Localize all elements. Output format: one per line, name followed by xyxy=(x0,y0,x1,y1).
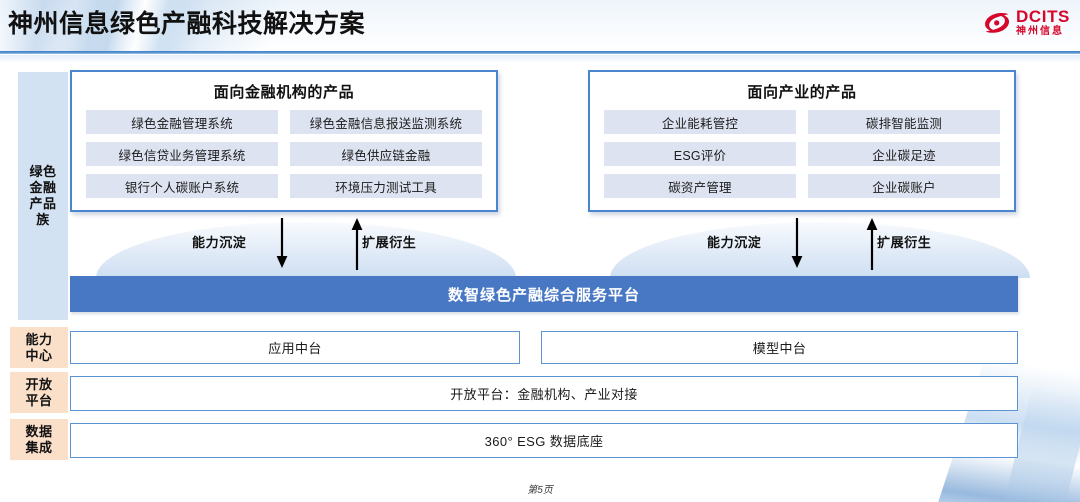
product-chip[interactable]: 银行个人碳账户系统 xyxy=(86,174,278,198)
logo-en-text: DCITS xyxy=(1016,7,1070,26)
sidebar-item-label: 能力 中心 xyxy=(25,331,53,363)
capability-box-label: 模型中台 xyxy=(752,341,807,356)
arrow-up-left xyxy=(351,218,363,270)
arrow-up-right xyxy=(866,218,878,270)
sidebar-item-open-platform[interactable]: 开放 平台 xyxy=(10,372,68,413)
page-number-footer: 第5页 xyxy=(527,485,553,496)
product-chip[interactable]: 企业碳足迹 xyxy=(808,142,1000,166)
flow-label-capability-precipitation-left: 能力沉淀 xyxy=(192,235,247,250)
product-chip[interactable]: 环境压力测试工具 xyxy=(290,174,482,198)
product-box-financial-institutions: 面向金融机构的产品 绿色金融管理系统 绿色金融信息报送监测系统 绿色信贷业务管理… xyxy=(70,70,498,212)
data-integration-label: 360° ESG 数据底座 xyxy=(484,434,604,449)
open-platform-box[interactable]: 开放平台：金融机构、产业对接 xyxy=(70,376,1018,411)
header-divider-glow xyxy=(0,55,1080,63)
dcits-swirl-icon xyxy=(985,12,1010,33)
open-platform-label: 开放平台：金融机构、产业对接 xyxy=(450,387,638,402)
capability-box-application-midend[interactable]: 应用中台 xyxy=(70,331,520,364)
sidebar-item-capability-center[interactable]: 能力 中心 xyxy=(10,327,68,368)
sidebar-item-label: 开放 平台 xyxy=(25,376,53,408)
flow-label-capability-precipitation-right: 能力沉淀 xyxy=(707,235,762,250)
arrow-down-left xyxy=(276,218,288,268)
page-title: 神州信息绿色产融科技解决方案 xyxy=(8,10,366,38)
arrow-down-right xyxy=(791,218,803,268)
slide-header xyxy=(0,0,1080,52)
capability-box-model-midend[interactable]: 模型中台 xyxy=(541,331,1018,364)
capability-box-label: 应用中台 xyxy=(268,341,322,356)
product-chip[interactable]: 碳资产管理 xyxy=(604,174,796,198)
product-chip[interactable]: 绿色信贷业务管理系统 xyxy=(86,142,278,166)
product-chip-grid: 企业能耗管控 碳排智能监测 ESG评价 企业碳足迹 碳资产管理 企业碳账户 xyxy=(604,110,1000,198)
header-divider-rule xyxy=(0,51,1080,54)
product-chip[interactable]: 企业碳账户 xyxy=(808,174,1000,198)
flow-label-expansion-derivation-right: 扩展衍生 xyxy=(877,235,932,250)
flow-label-expansion-derivation-left: 扩展衍生 xyxy=(362,235,417,250)
dcits-logo: DCITS 神州信息 xyxy=(983,8,1070,37)
flow-dome-right xyxy=(610,222,1030,278)
sidebar-item-data-integration[interactable]: 数据 集成 xyxy=(10,419,68,460)
product-chip-grid: 绿色金融管理系统 绿色金融信息报送监测系统 绿色信贷业务管理系统 绿色供应链金融… xyxy=(86,110,482,198)
logo-text-block: DCITS 神州信息 xyxy=(1016,8,1070,37)
flow-dome-left xyxy=(96,222,516,278)
logo-cn-text: 神州信息 xyxy=(1016,26,1064,37)
product-box-title: 面向产业的产品 xyxy=(747,84,857,101)
product-chip[interactable]: 绿色金融信息报送监测系统 xyxy=(290,110,482,134)
platform-bar[interactable]: 数智绿色产融综合服务平台 xyxy=(70,276,1018,312)
product-chip[interactable]: 绿色供应链金融 xyxy=(290,142,482,166)
sidebar-item-green-finance-products[interactable]: 绿色 金融 产品 族 xyxy=(18,72,68,320)
product-box-title: 面向金融机构的产品 xyxy=(213,84,355,101)
product-chip[interactable]: 绿色金融管理系统 xyxy=(86,110,278,134)
product-box-industry: 面向产业的产品 企业能耗管控 碳排智能监测 ESG评价 企业碳足迹 碳资产管理 … xyxy=(588,70,1016,212)
sidebar-item-label: 数据 集成 xyxy=(25,423,53,455)
product-chip[interactable]: ESG评价 xyxy=(604,142,796,166)
platform-bar-label: 数智绿色产融综合服务平台 xyxy=(447,286,640,304)
sidebar-item-label: 绿色 金融 产品 族 xyxy=(29,164,57,227)
product-chip[interactable]: 企业能耗管控 xyxy=(604,110,796,134)
data-integration-box[interactable]: 360° ESG 数据底座 xyxy=(70,423,1018,458)
product-chip[interactable]: 碳排智能监测 xyxy=(808,110,1000,134)
